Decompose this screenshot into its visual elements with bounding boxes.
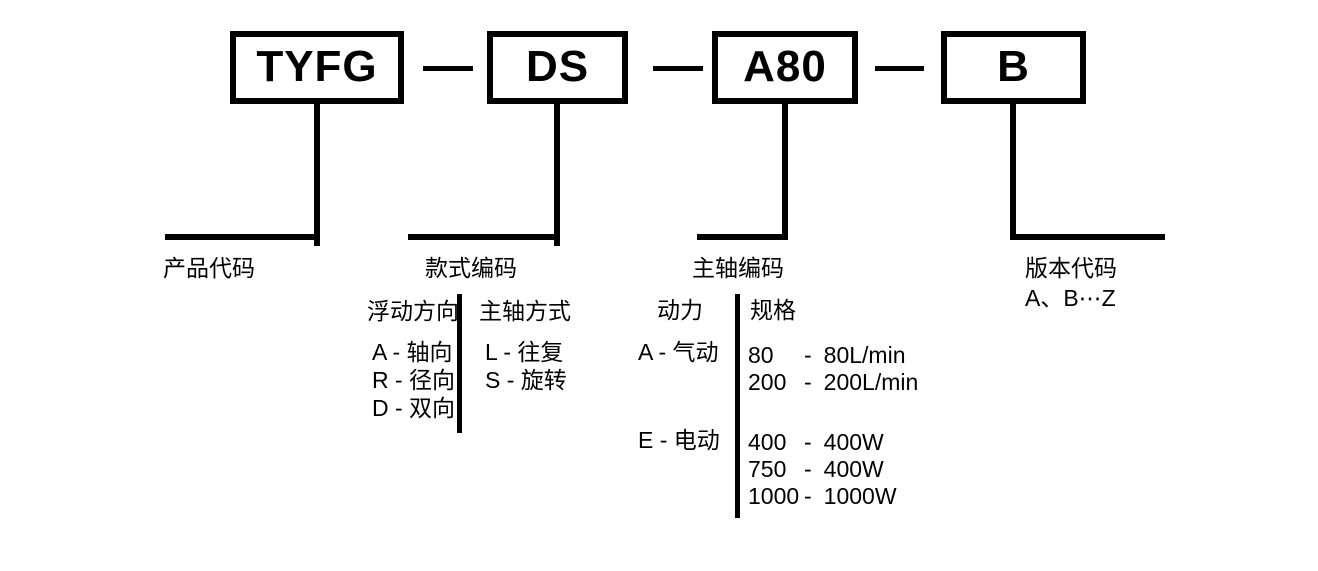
connector-hline-product [165,234,320,240]
column-header-spindle-mode: 主轴方式 [479,298,571,324]
spec-dash: - [804,483,812,509]
spec-code: 750 [748,456,787,482]
spec-desc: 80L/min [823,342,906,368]
product-code-box: TYFG [230,31,404,104]
spec-code: 200 [748,369,787,395]
connector-hline-spindle [697,234,788,240]
separator-dash-1 [423,66,473,71]
list-item-reciprocating: L - 往复 [485,339,564,365]
spec-dash: - [804,342,812,368]
spec-desc: 400W [823,429,884,455]
version-range-label: A、B⋯Z [1025,285,1116,311]
column-header-power: 动力 [657,297,703,323]
section-label-spindle-code: 主轴编码 [692,255,784,281]
connector-hline-style [408,234,560,240]
spec-row-400: 400 - 400W [748,429,884,455]
list-item-rotary: S - 旋转 [485,367,567,393]
connector-vline-spindle [782,104,788,240]
power-label-pneumatic: A - 气动 [638,339,719,365]
connector-vline-style [554,104,560,246]
spec-row-1000: 1000 - 1000W [748,483,897,509]
spec-desc: 200L/min [823,369,919,395]
list-item-bidirectional: D - 双向 [372,395,456,421]
style-code-box: DS [487,31,628,104]
style-code-text: DS [525,41,590,91]
spindle-code-box: A80 [712,31,858,104]
section-label-product-code: 产品代码 [163,255,255,281]
spindle-table-divider [735,294,740,518]
version-code-box: B [941,31,1086,104]
spec-code: 400 [748,429,787,455]
power-label-electric: E - 电动 [638,427,720,453]
list-item-axial: A - 轴向 [372,339,453,365]
spec-desc: 1000W [823,483,897,509]
connector-vline-version [1010,104,1016,240]
column-header-float-direction: 浮动方向 [367,298,459,324]
separator-dash-3 [875,66,924,71]
product-code-text: TYFG [256,41,378,91]
list-item-radial: R - 径向 [372,367,456,393]
spec-dash: - [804,369,812,395]
spec-dash: - [804,456,812,482]
spec-dash: - [804,429,812,455]
spec-row-200: 200 - 200L/min [748,369,919,395]
spindle-code-text: A80 [743,41,827,91]
section-label-version-code: 版本代码 [1025,255,1117,281]
version-code-text: B [997,41,1030,91]
connector-hline-version [1010,234,1165,240]
spec-desc: 400W [823,456,884,482]
spec-code: 1000 [748,483,800,509]
spec-row-750: 750 - 400W [748,456,884,482]
column-header-spec: 规格 [750,297,796,323]
connector-vline-product [314,104,320,246]
separator-dash-2 [653,66,703,71]
spec-row-80: 80 - 80L/min [748,342,906,368]
spec-code: 80 [748,342,774,368]
section-label-style-code: 款式编码 [425,255,517,281]
style-table-divider [457,294,462,433]
